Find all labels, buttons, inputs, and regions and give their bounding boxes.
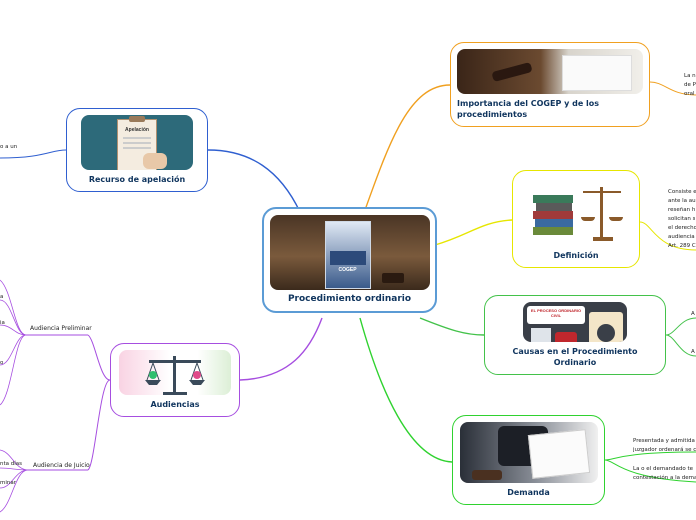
demanda-node[interactable]: Demanda: [452, 415, 605, 505]
definicion-leaf-5: el derecho: [668, 225, 696, 231]
causas-leaf-2: A: [691, 349, 695, 355]
recurso-leaf-text: o a un: [0, 144, 18, 150]
causas-title: Causas en el Procedimiento Ordinario: [512, 347, 638, 367]
audiencia-preliminar-label[interactable]: Audiencia Preliminar: [30, 325, 92, 332]
audiencias-title: Audiencias: [150, 400, 200, 409]
central-node[interactable]: COGEP Procedimiento ordinario: [262, 207, 437, 313]
audiencias-node[interactable]: Audiencias: [110, 343, 240, 417]
juicio-leaf-1: nta días: [0, 461, 23, 467]
definicion-leaf-2: ante la au: [668, 198, 696, 204]
preliminar-leaf-2: ia: [0, 320, 5, 326]
recurso-title: Recurso de apelación: [88, 175, 186, 184]
audiencia-juicio-label[interactable]: Audiencia de Juicio: [33, 462, 90, 469]
causas-node[interactable]: EL PROCESO ORDINARIO CIVIL Causas en el …: [484, 295, 666, 375]
definicion-leaf-6: audiencia: [668, 234, 695, 240]
recurso-image: Apelación: [81, 115, 193, 170]
scale-icon: [145, 356, 205, 395]
demanda-leaf-2: juzgador ordenará se c: [633, 447, 696, 453]
definicion-node[interactable]: Definición: [512, 170, 640, 268]
definicion-leaf-1: Consiste e: [668, 189, 696, 195]
importancia-leaf-3: oral: [684, 91, 695, 97]
importancia-image: [457, 49, 643, 94]
causas-poster-label: EL PROCESO ORDINARIO CIVIL: [530, 308, 582, 318]
recurso-node[interactable]: Apelación Recurso de apelación: [66, 108, 208, 192]
audiencias-image: [119, 350, 231, 395]
demanda-leaf-4: contestación a la dema: [633, 475, 696, 481]
demanda-title: Demanda: [507, 488, 550, 497]
importancia-title: Importancia del COGEP y de los procedimi…: [457, 99, 600, 119]
causas-image: EL PROCESO ORDINARIO CIVIL: [523, 302, 627, 342]
definicion-title: Definición: [553, 251, 599, 260]
demanda-image: [459, 422, 598, 483]
central-title: Procedimiento ordinario: [287, 294, 412, 304]
definicion-leaf-4: solicitan s: [668, 216, 696, 222]
importancia-leaf-1: La n: [684, 73, 696, 79]
recurso-sheet-label: Apelación: [125, 127, 149, 133]
importancia-node[interactable]: Importancia del COGEP y de los procedimi…: [450, 42, 650, 127]
juicio-leaf-2: minar: [0, 480, 17, 486]
causas-leaf-1: A: [691, 311, 695, 317]
demanda-leaf-3: La o el demandado te: [633, 466, 694, 472]
definicion-leaf-7: Art. 289 C: [668, 243, 696, 249]
preliminar-leaf-1: a: [0, 294, 4, 300]
importancia-leaf-2: de P: [684, 82, 696, 88]
preliminar-leaf-3: o: [0, 360, 4, 366]
central-book-label: COGEP: [338, 267, 357, 273]
central-image: COGEP: [269, 215, 430, 290]
definicion-image: [521, 177, 631, 246]
demanda-leaf-1: Presentada y admitida: [633, 438, 695, 444]
definicion-leaf-3: reseñan h: [668, 207, 696, 213]
